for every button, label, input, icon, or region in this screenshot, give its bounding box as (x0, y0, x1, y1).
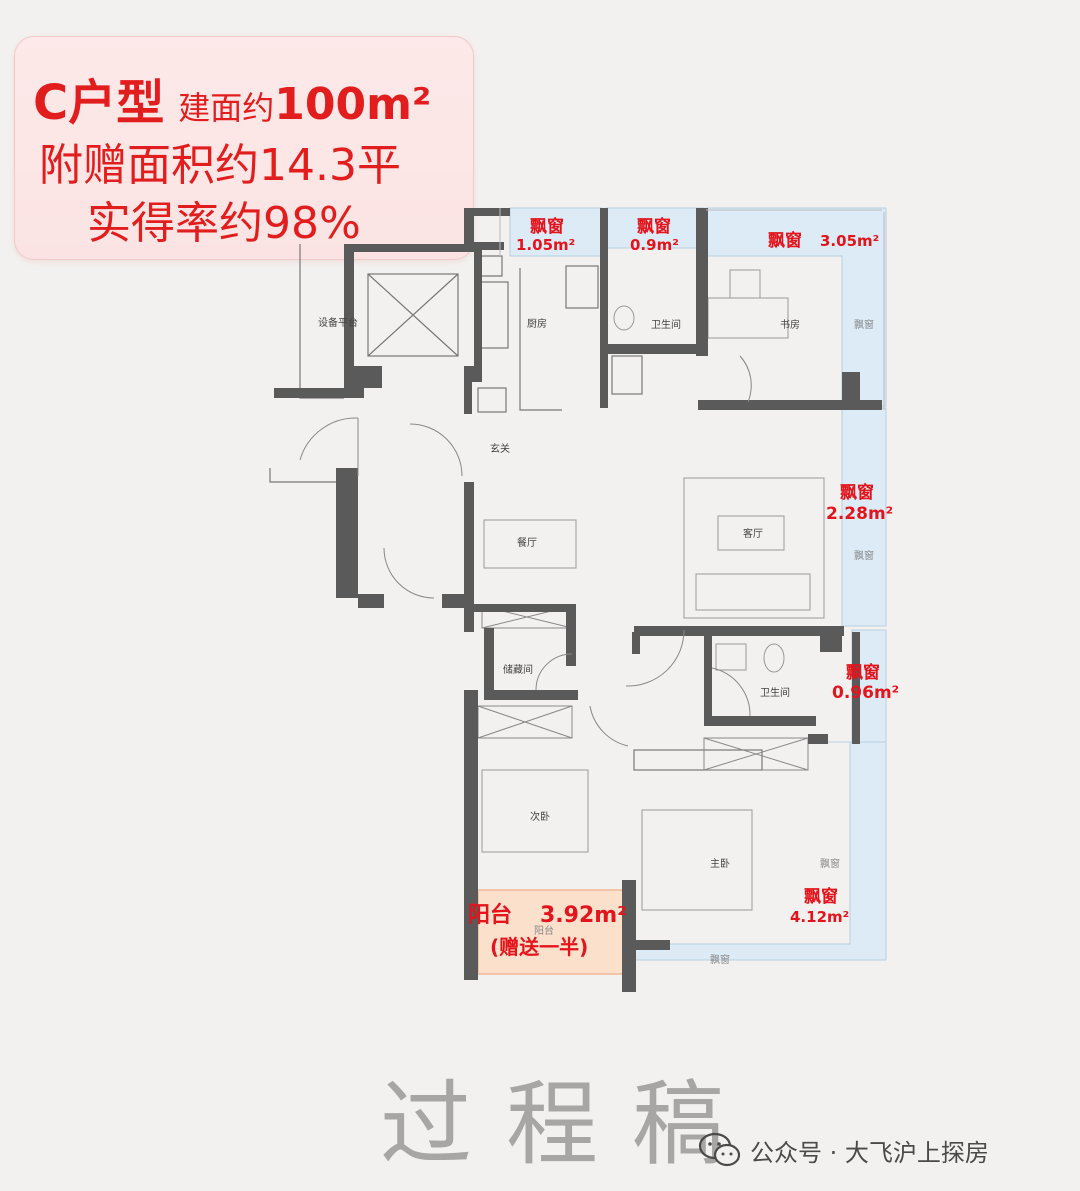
efficiency-text: 实得率约98% (87, 198, 361, 249)
account-credit: 公众号 · 大飞沪上探房 (698, 1128, 989, 1172)
furniture (481, 269, 825, 911)
door-swings (299, 355, 752, 747)
thin-outlines (269, 244, 763, 771)
balcony-area (477, 889, 627, 975)
walls (274, 208, 882, 992)
wechat-icon (698, 1132, 741, 1167)
gift-area-text: 附赠面积约14.3平 (39, 140, 401, 191)
unit-type-label: C户型 (33, 75, 165, 131)
unit-type-line: C户型建面约100m² (33, 63, 431, 131)
elevator-shaft (367, 273, 459, 357)
draft-watermark: 过程稿 (380, 1071, 759, 1178)
area-prefix: 建面约 (178, 89, 275, 127)
grid-marks (499, 208, 885, 410)
unit-info-card: C户型建面约100m² 附赠面积约14.3平 实得率约98% (14, 36, 474, 260)
area-value: 100m² (274, 79, 432, 130)
credit-text: 公众号 · 大飞沪上探房 (750, 1138, 989, 1167)
